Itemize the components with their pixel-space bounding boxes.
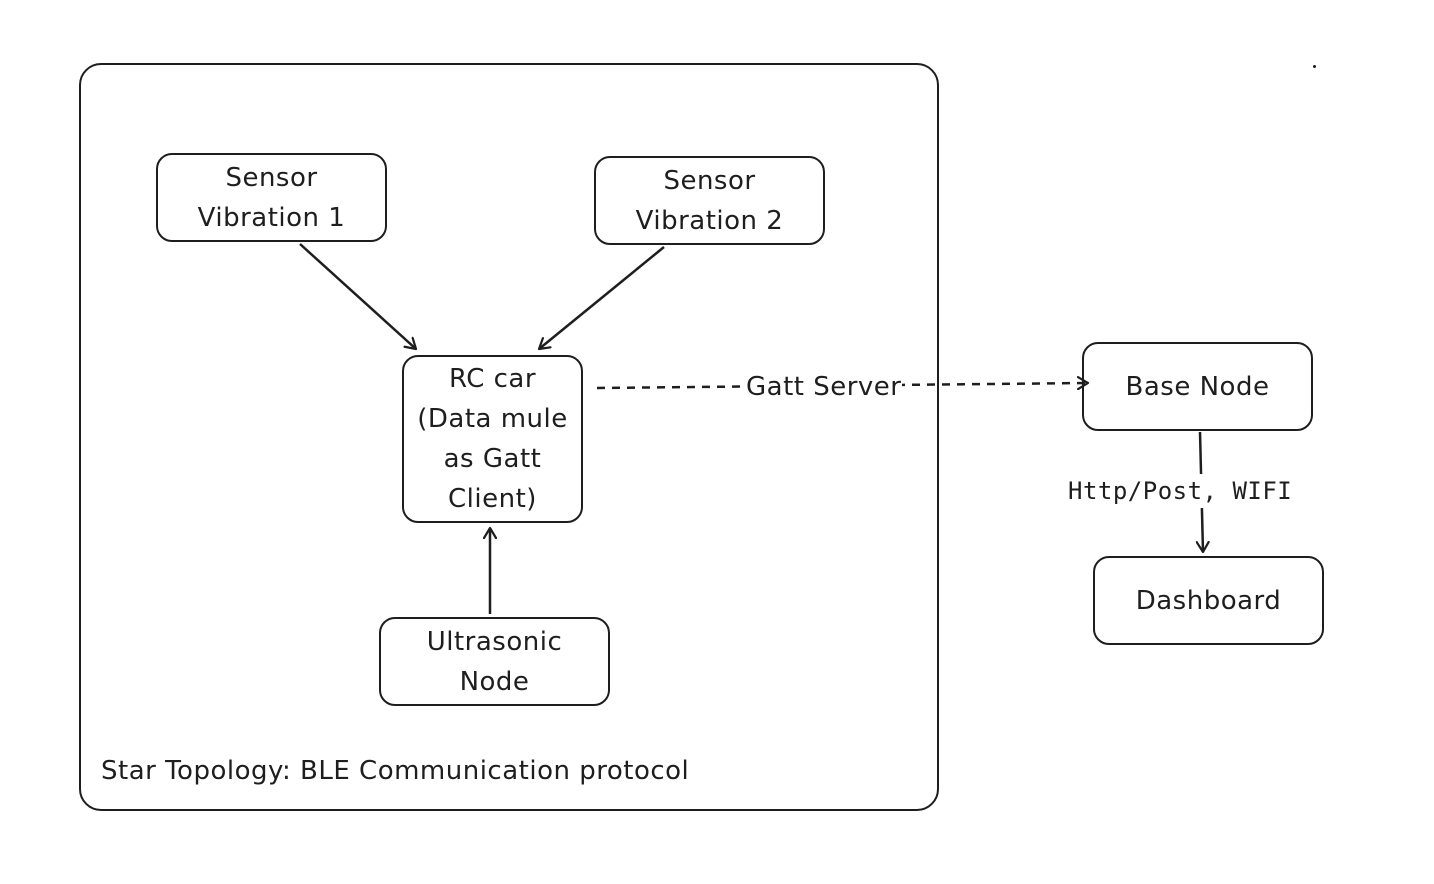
- node-rc-car[interactable]: RC car (Data mule as Gatt Client): [402, 355, 583, 523]
- edge-label-gatt-server: Gatt Server: [746, 370, 902, 404]
- container-caption: Star Topology: BLE Communication protoco…: [101, 756, 690, 786]
- node-base[interactable]: Base Node: [1082, 342, 1313, 431]
- node-sensor-vibration-2[interactable]: Sensor Vibration 2: [594, 156, 825, 245]
- edge-sensor2-to-rccar[interactable]: [539, 246, 665, 349]
- node-sensor-vibration-1[interactable]: Sensor Vibration 1: [156, 153, 387, 242]
- edge-sensor1-to-rccar[interactable]: [299, 243, 416, 349]
- node-ultrasonic[interactable]: Ultrasonic Node: [379, 617, 610, 706]
- star-topology-container[interactable]: [79, 63, 939, 811]
- node-dashboard[interactable]: Dashboard: [1093, 556, 1324, 645]
- edge-label-http-post-wifi: Http/Post, WIFI: [1068, 474, 1293, 508]
- stray-dot: [1313, 65, 1316, 68]
